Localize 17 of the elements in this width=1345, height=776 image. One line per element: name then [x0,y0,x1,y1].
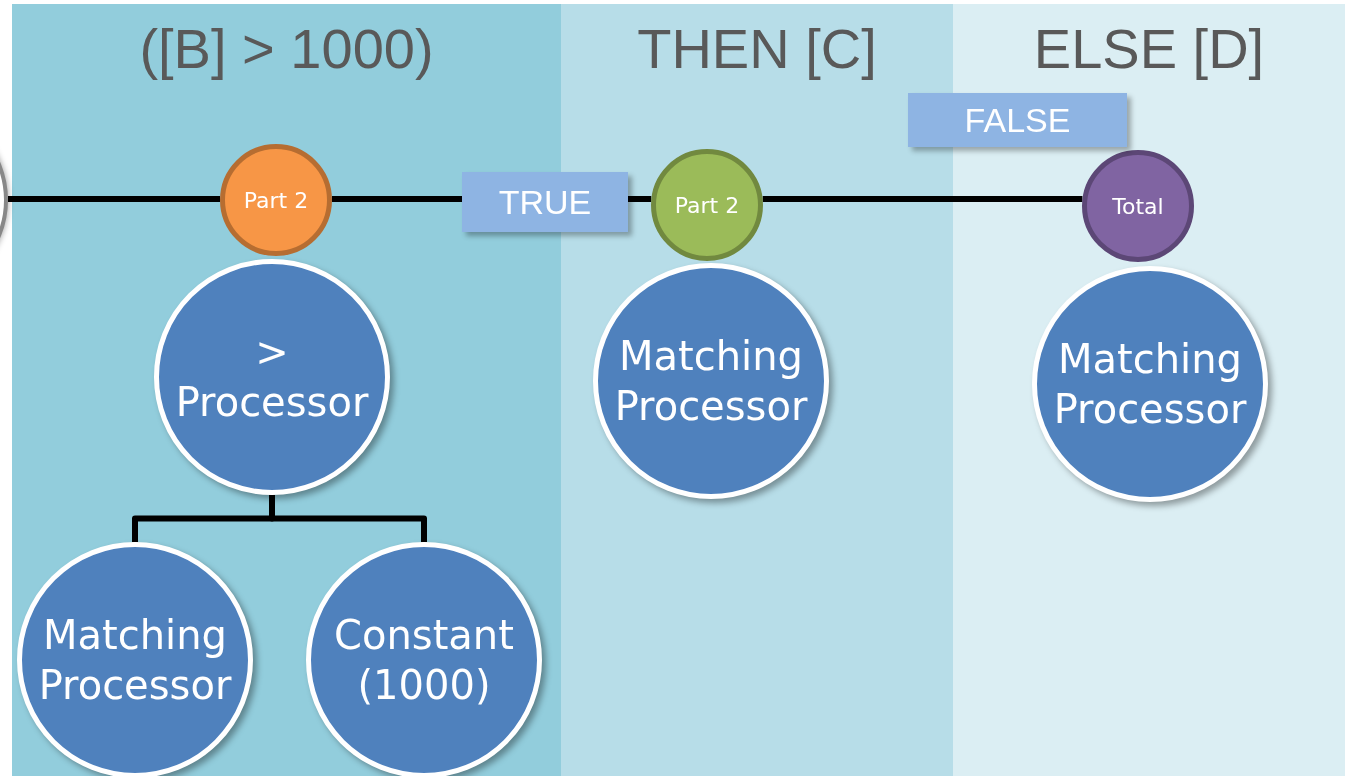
column-heading: ELSE [D] [1032,16,1266,81]
edge-label: TRUE [462,172,628,232]
column-band [953,4,1345,776]
edge-label: FALSE [908,93,1127,147]
node-label: Part 2 [243,187,309,213]
connector-line [8,196,220,202]
connector-line [269,495,427,542]
node-label: Constant (1000) [333,611,515,710]
node-label: Part 2 [674,192,740,218]
node-label: Total [1112,193,1164,219]
node-label: Matching Processor [613,332,809,431]
column-heading: THEN [C] [636,16,878,81]
node-label: Matching Processor [37,611,233,710]
node-label: Matching Processor [1052,335,1248,434]
column-heading: ([B] > 1000) [138,16,435,81]
connector-line [762,196,1083,202]
node-label: > Processor [174,328,370,427]
